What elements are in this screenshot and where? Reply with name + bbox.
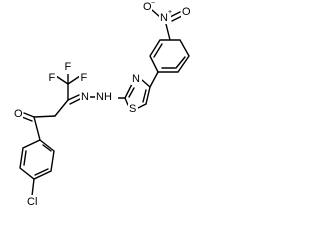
chlorophenyl-double-1 xyxy=(42,144,52,152)
bond-c-n-double-b xyxy=(69,98,81,105)
atom-thiazole-nitrogen: N xyxy=(132,73,140,85)
thiazole-c4-c5 xyxy=(145,86,151,105)
atom-chlorine: Cl xyxy=(27,196,37,208)
thiazole-n3-c4 xyxy=(141,79,151,88)
atom-fluorine-3: F xyxy=(81,72,88,84)
atom-labels: F F F O Cl N NH N S N + O − O xyxy=(13,0,191,208)
bond-c-nitro xyxy=(165,23,171,41)
atom-fluorine-2: F xyxy=(49,72,56,84)
atom-hydrazone-nh: NH xyxy=(96,91,112,103)
bond-co-a xyxy=(23,112,35,118)
nitrophenyl-ring xyxy=(149,39,190,73)
thiazole-c2-n3 xyxy=(124,83,133,99)
thiazole-c5-s xyxy=(137,103,147,109)
nitrophenyl-double-2 xyxy=(175,56,186,69)
atom-hydrazone-n1: N xyxy=(81,91,89,103)
atom-nitro-oxygen-top-charge: − xyxy=(151,0,155,7)
bond-c-cl xyxy=(31,178,35,197)
atom-nitro-nitrogen-charge: + xyxy=(168,9,172,16)
chlorophenyl-double-2 xyxy=(34,168,49,176)
bond-c-ch2 xyxy=(54,99,69,117)
atom-carbonyl-oxygen: O xyxy=(14,108,23,120)
atom-hydrazone-n2-label: N xyxy=(96,91,104,103)
atom-nitro-nitrogen: N xyxy=(160,12,168,24)
bond-lines xyxy=(19,9,190,197)
bond-co-aryl xyxy=(33,116,41,141)
thiazole-s-c2 xyxy=(124,97,129,106)
chlorophenyl-double-3 xyxy=(23,150,27,166)
bond-n-o-top xyxy=(151,9,161,18)
atom-nitro-oxygen-top: O xyxy=(143,1,152,13)
thiazole-c4-c5-double xyxy=(142,89,147,103)
atom-nitro-oxygen-bottom: O xyxy=(182,6,191,18)
bond-c-n-double-a xyxy=(67,94,80,101)
thiazole-c2-n3-double xyxy=(128,87,135,98)
bond-n-o-right-b xyxy=(171,15,183,22)
atom-hydrazone-n2-hydrogen: H xyxy=(104,91,112,103)
bond-cf-3 xyxy=(67,75,81,85)
bond-co-b xyxy=(21,116,33,122)
nitrophenyl-double-1 xyxy=(153,43,163,58)
bond-thiazole-aryl xyxy=(149,71,159,88)
molecule-drawing: F F F O Cl N NH N S N + O − O xyxy=(13,0,191,208)
atom-thiazole-sulfur: S xyxy=(129,103,136,115)
bond-ch2-co xyxy=(33,115,56,118)
bond-n-o-right-a xyxy=(169,11,181,18)
atom-fluorine-1: F xyxy=(65,61,72,73)
bond-cf-2 xyxy=(55,75,69,85)
structure-canvas: F F F O Cl N NH N S N + O − O xyxy=(13,0,191,208)
